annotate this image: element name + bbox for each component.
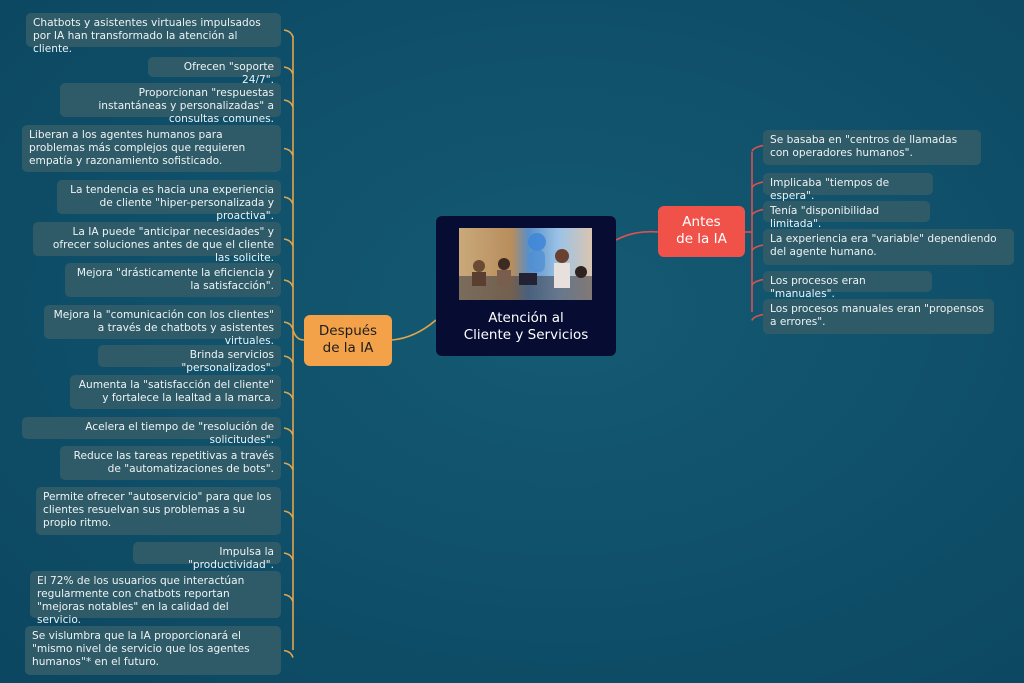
after-ai-item[interactable]: Aumenta la "satisfacción del cliente" y …	[70, 375, 281, 409]
after-ai-item[interactable]: La tendencia es hacia una experiencia de…	[57, 180, 281, 222]
branch-connector	[283, 321, 294, 330]
branch-connector	[751, 208, 764, 216]
branch-connector	[283, 552, 294, 561]
after-ai-item[interactable]: Proporcionan "respuestas instantáneas y …	[60, 83, 281, 125]
after-ai-item[interactable]: Ofrecen "soporte 24/7".	[148, 57, 281, 86]
branch-connector	[283, 147, 294, 156]
after-ai-label-1: Después	[318, 323, 378, 339]
before-ai-label-2: de la IA	[676, 231, 727, 247]
branch-connector	[283, 29, 294, 38]
branch-connector	[283, 649, 294, 658]
branch-connector	[283, 238, 294, 247]
branch-connector	[283, 355, 294, 364]
before-ai-label-1: Antes	[682, 214, 721, 230]
after-ai-item[interactable]: Se vislumbra que la IA proporcionará el …	[25, 626, 281, 675]
after-ai-item[interactable]: Permite ofrecer "autoservicio" para que …	[36, 487, 281, 535]
branch-connector	[283, 99, 294, 108]
central-title-line-1: Atención al	[488, 310, 564, 326]
after-ai-label-2: de la IA	[322, 340, 374, 356]
branch-connector	[283, 66, 294, 75]
branch-connector	[283, 427, 294, 436]
before-ai-item[interactable]: Tenía "disponibilidad limitada".	[763, 201, 930, 230]
branch-connector	[751, 313, 764, 321]
branch-connector	[751, 181, 764, 189]
after-ai-item[interactable]: Mejora la "comunicación con los clientes…	[44, 305, 281, 347]
before-ai-item[interactable]: Los procesos eran "manuales".	[763, 271, 932, 300]
after-ai-item[interactable]: La IA puede "anticipar necesidades" y of…	[33, 222, 281, 264]
branch-connector	[751, 244, 764, 252]
branch-connector	[283, 391, 294, 400]
before-ai-item[interactable]: La experiencia era "variable" dependiend…	[763, 229, 1014, 265]
after-ai-item[interactable]: Brinda servicios "personalizados".	[98, 345, 281, 374]
before-ai-item[interactable]: Implicaba "tiempos de espera".	[763, 173, 933, 202]
after-ai-item[interactable]: El 72% de los usuarios que interactúan r…	[30, 571, 281, 626]
after-ai-node[interactable]: Después de la IA	[304, 315, 392, 366]
branch-connector	[751, 144, 764, 152]
branch-connector	[283, 510, 294, 519]
before-ai-item[interactable]: Se basaba en "centros de llamadas con op…	[763, 130, 981, 165]
after-ai-item[interactable]: Reduce las tareas repetitivas a través d…	[60, 446, 281, 480]
branch-connector	[283, 593, 294, 602]
after-ai-item[interactable]: Mejora "drásticamente la eficiencia y la…	[65, 263, 281, 297]
after-ai-item[interactable]: Chatbots y asistentes virtuales impulsad…	[26, 13, 281, 55]
after-ai-item[interactable]: Impulsa la "productividad".	[133, 542, 281, 571]
before-ai-item[interactable]: Los procesos manuales eran "propensos a …	[763, 299, 994, 334]
branch-connector	[283, 279, 294, 288]
after-ai-item[interactable]: Liberan a los agentes humanos para probl…	[22, 125, 281, 172]
central-title-line-2: Cliente y Servicios	[463, 327, 589, 343]
branch-connector	[283, 196, 294, 205]
after-ai-item[interactable]: Acelera el tiempo de "resolución de soli…	[22, 417, 281, 446]
branch-connector	[751, 278, 764, 286]
customer-service-image-icon	[459, 228, 592, 300]
central-topic-node[interactable]: Atención al Cliente y Servicios	[436, 216, 616, 356]
before-ai-node[interactable]: Antes de la IA	[658, 206, 745, 257]
branch-connector	[283, 462, 294, 471]
